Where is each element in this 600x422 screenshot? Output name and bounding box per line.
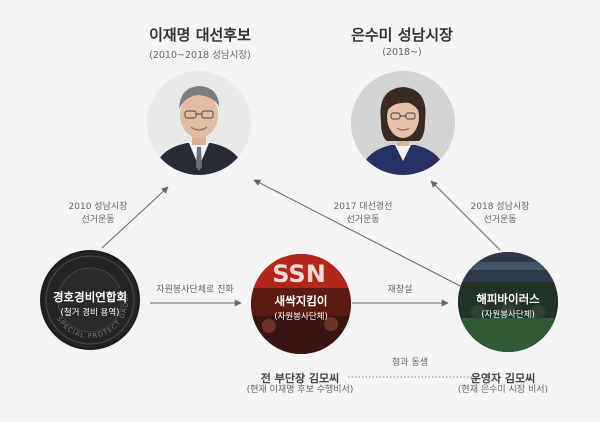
happy-node: 해피바이러스 (자원봉사단체) bbox=[458, 252, 558, 352]
edge-label-2010: 2010 성남시장 선거운동 bbox=[68, 202, 128, 225]
guard-desc: (철거 경비 용역) bbox=[60, 308, 120, 318]
arrow-happy-to-lee bbox=[253, 179, 469, 291]
edge-label-restart: 재창설 bbox=[387, 285, 413, 295]
kim2-desc: (현재 은수미 시장 비서) bbox=[457, 385, 549, 395]
guard-node: SPECIAL PROTECT GROUP 경호경비연합회 (철거 경비 용역) bbox=[40, 250, 140, 350]
kim1-desc: (현재 이재명 후보 수행비서) bbox=[246, 385, 354, 395]
lee-subtitle: (2010~2018 성남시장) bbox=[149, 50, 251, 61]
edge-label-2018: 2018 성남시장 선거운동 bbox=[470, 202, 530, 225]
eun-portrait bbox=[351, 71, 455, 175]
happy-name: 해피바이러스 bbox=[476, 292, 540, 306]
eun-title: 은수미 성남시장 bbox=[351, 26, 453, 44]
lee-title: 이재명 대선후보 bbox=[149, 26, 251, 44]
kim1-name: 전 부단장 김모씨 bbox=[260, 372, 340, 385]
saessak-sign: SSN bbox=[272, 260, 326, 288]
arrow-happy-to-eun bbox=[430, 180, 501, 251]
guard-emblem-icon: SPECIAL PROTECT GROUP bbox=[42, 252, 138, 348]
edge-label-brothers: 형과 동생 bbox=[392, 358, 428, 368]
eun-subtitle: (2018~) bbox=[382, 47, 422, 58]
edge-label-2017: 2017 대선경선 선거운동 bbox=[333, 202, 393, 225]
kim2-name: 운영자 김모씨 bbox=[470, 372, 536, 385]
happy-desc: (자원봉사단체) bbox=[481, 310, 535, 320]
guard-name: 경호경비연합회 bbox=[52, 290, 128, 304]
saessak-name: 새싹지킴이 bbox=[274, 294, 328, 308]
saessak-node: SSN 새싹지킴이 (자원봉사단체) bbox=[251, 254, 351, 354]
edge-label-evolve: 자원봉사단체로 진화 bbox=[156, 285, 234, 295]
lee-portrait bbox=[147, 71, 251, 175]
arrow-guard-to-lee bbox=[101, 186, 169, 249]
saessak-desc: (자원봉사단체) bbox=[274, 312, 328, 322]
